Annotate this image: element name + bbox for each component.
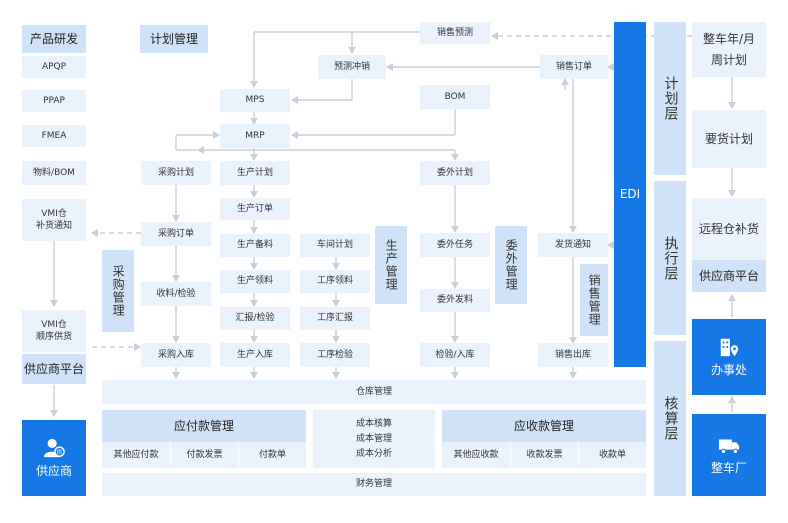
forecast-offset[interactable]: 预测冲销 — [318, 55, 386, 79]
receivable-title[interactable]: 应收款管理 — [442, 410, 646, 442]
payable-title[interactable]: 应付款管理 — [102, 410, 306, 442]
oem-yearly-plan[interactable]: 整车年/月 周计划 — [692, 22, 766, 77]
workshop-plan[interactable]: 车间计划 — [300, 234, 370, 257]
rd-apqp[interactable]: APQP — [22, 56, 86, 78]
sales-outbound[interactable]: 销售出库 — [538, 343, 608, 367]
process-check[interactable]: 工序检验 — [300, 343, 370, 367]
layer-exec: 执行层 — [654, 181, 686, 335]
truck-icon — [718, 439, 740, 455]
outsource-mgmt-label: 委外管理 — [495, 226, 527, 304]
layer-account: 核算层 — [654, 341, 686, 496]
rd-ppap[interactable]: PPAP — [22, 90, 86, 112]
cost-analysis: 成本分析 — [355, 449, 392, 460]
supplier-label: 供应商 — [35, 463, 72, 478]
sales-order[interactable]: 销售订单 — [540, 55, 608, 79]
receivable-bill[interactable]: 收款单 — [578, 442, 646, 468]
mrp-node[interactable]: MRP — [220, 124, 290, 148]
outsource-task[interactable]: 委外任务 — [420, 233, 490, 257]
oem-demand-plan[interactable]: 要货计划 — [692, 110, 766, 168]
rd-title: 产品研发 — [22, 25, 86, 53]
rd-fmea[interactable]: FMEA — [22, 125, 86, 147]
oem-remote-replenish[interactable]: 远程仓补货 — [692, 198, 766, 260]
supplier-tile[interactable]: 供 供应商 — [22, 420, 86, 496]
mps-node[interactable]: MPS — [220, 89, 290, 112]
process-report[interactable]: 工序汇报 — [300, 307, 370, 330]
office-building-icon — [720, 338, 739, 357]
rd-material-bom[interactable]: 物料/BOM — [22, 161, 86, 185]
payable-bill[interactable]: 付款单 — [238, 442, 306, 468]
oem-supplier-platform[interactable]: 供应商平台 — [692, 260, 766, 292]
purchase-receive[interactable]: 收料/检验 — [141, 282, 211, 306]
layer-plan: 计划层 — [654, 22, 686, 175]
supplier-person-icon: 供 — [43, 438, 65, 458]
production-report[interactable]: 汇报/检验 — [220, 307, 290, 330]
production-pick[interactable]: 生产领料 — [220, 270, 290, 293]
cost-accounting: 成本核算 — [355, 418, 392, 429]
production-prepare[interactable]: 生产备料 — [220, 234, 290, 257]
office-tile[interactable]: 办事处 — [692, 319, 766, 395]
sales-forecast[interactable]: 销售预测 — [420, 22, 490, 44]
office-label: 办事处 — [710, 362, 747, 377]
receivable-other[interactable]: 其他应收款 — [442, 442, 510, 468]
sales-mgmt-label: 销售管理 — [580, 264, 608, 336]
finance-mgmt[interactable]: 财务管理 — [102, 473, 646, 496]
payable-invoice[interactable]: 付款发票 — [170, 442, 238, 468]
warehouse-mgmt[interactable]: 仓库管理 — [102, 380, 646, 404]
bom-node[interactable]: BOM — [420, 85, 490, 109]
receivable-invoice[interactable]: 收款发票 — [510, 442, 578, 468]
cost-management: 成本管理 — [355, 433, 392, 444]
production-order[interactable]: 生产订单 — [220, 198, 290, 220]
edi-bar[interactable]: EDI — [614, 22, 646, 367]
production-inbound[interactable]: 生产入库 — [220, 343, 290, 367]
rd-vmi-replenish[interactable]: VMI仓 补货通知 — [22, 199, 86, 241]
svg-text:供: 供 — [57, 448, 63, 456]
outsource-plan[interactable]: 委外计划 — [420, 161, 490, 185]
purchase-plan[interactable]: 采购计划 — [141, 161, 211, 185]
purchase-inbound[interactable]: 采购入库 — [141, 343, 211, 367]
purchase-mgmt-label: 采购管理 — [102, 250, 134, 332]
process-pick[interactable]: 工序领料 — [300, 270, 370, 293]
rd-vmi-sequence[interactable]: VMI仓 顺序供货 — [22, 310, 86, 352]
factory-tile[interactable]: 整车厂 — [692, 414, 766, 496]
delivery-notice[interactable]: 发货通知 — [538, 233, 608, 257]
supplier-platform-left[interactable]: 供应商平台 — [22, 354, 86, 384]
plan-title: 计划管理 — [140, 25, 208, 53]
production-mgmt-label: 生产管理 — [375, 226, 407, 304]
production-plan[interactable]: 生产计划 — [220, 161, 290, 185]
payable-other[interactable]: 其他应付款 — [102, 442, 170, 468]
outsource-inbound[interactable]: 检验/入库 — [420, 343, 490, 367]
purchase-order[interactable]: 采购订单 — [141, 222, 211, 246]
factory-label: 整车厂 — [710, 460, 747, 475]
cost-block[interactable]: 成本核算 成本管理 成本分析 — [313, 410, 435, 468]
outsource-send[interactable]: 委外发料 — [420, 289, 490, 312]
